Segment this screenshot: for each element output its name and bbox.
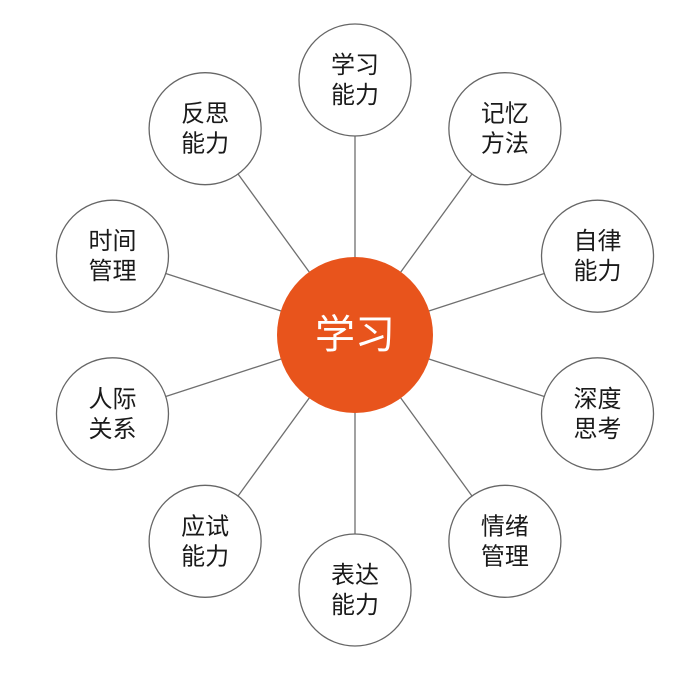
topic-node-label: 思考: [574, 415, 622, 443]
topic-node-label: 深度: [574, 385, 622, 413]
topic-node-label: 关系: [88, 415, 136, 443]
topic-node-circle: [298, 533, 412, 647]
topic-node-label: 能力: [181, 542, 229, 570]
topic-node-circle: [448, 484, 562, 598]
topic-node-label: 反思: [181, 100, 229, 128]
topic-node-label: 能力: [574, 257, 622, 285]
topic-node-label: 表达: [331, 561, 379, 589]
topic-node-label: 人际: [88, 385, 136, 413]
topic-node-label: 能力: [331, 591, 379, 619]
center-circle: [277, 257, 433, 413]
topic-node-circle: [55, 199, 170, 313]
topic-node-label: 时间: [88, 227, 136, 255]
topic-node-circle: [148, 484, 262, 598]
topic-node-label: 情绪: [481, 512, 529, 540]
center-node: 学习: [277, 257, 433, 413]
topic-node-label: 方法: [481, 130, 529, 158]
topic-node-label: 能力: [331, 81, 379, 109]
topic-node-label: 管理: [88, 257, 136, 285]
topic-node-circle: [540, 199, 655, 313]
topic-node-label: 学习: [331, 51, 379, 79]
topic-node-circle: [148, 72, 262, 186]
topic-node-circle: [540, 357, 655, 471]
topic-node-label: 能力: [181, 130, 229, 158]
topic-node-circle: [448, 72, 562, 186]
topic-node-circle: [298, 23, 412, 137]
topic-node-label: 应试: [181, 512, 229, 540]
topic-node-circle: [55, 357, 170, 471]
topic-node-label: 记忆: [481, 100, 529, 128]
center-label: 学习: [315, 312, 395, 358]
topic-node-label: 管理: [481, 542, 529, 570]
topic-node-label: 自律: [574, 227, 622, 255]
